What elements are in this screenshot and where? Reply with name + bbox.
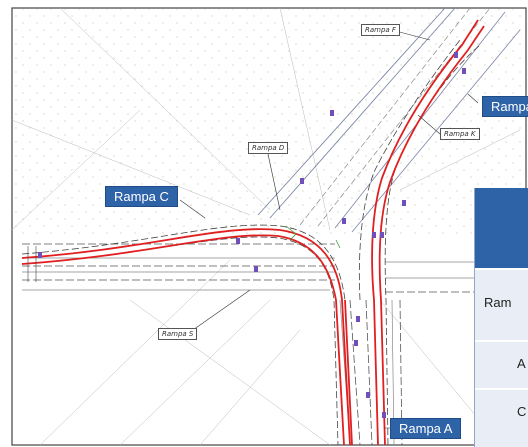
label-rampa-a: Rampa A — [390, 418, 462, 439]
label-rampa-c: Rampa C — [105, 186, 178, 207]
table-row-label: C — [517, 404, 527, 419]
green-fragments — [285, 225, 341, 249]
table-header — [475, 188, 528, 268]
table-row: A — [475, 340, 528, 388]
rampa-c-alignment — [21, 228, 351, 446]
table-row-label: Ram — [484, 295, 512, 310]
info-table: Ram A C — [474, 188, 528, 447]
station-markers — [38, 52, 466, 418]
table-row: C — [475, 388, 528, 447]
red-alignments — [21, 19, 485, 446]
label-rampa-b-partial: Rampa — [482, 96, 528, 117]
rampa-a-alignment-left — [371, 19, 479, 446]
tag-rampa-d: Rampa D — [248, 142, 289, 154]
tag-rampa-f: Rampa F — [361, 24, 400, 36]
table-row: Ram — [475, 268, 528, 340]
tag-rampa-s: Rampa S — [158, 328, 198, 340]
rampa-c-alignment-inner — [21, 234, 345, 446]
horizontal-road — [22, 243, 474, 293]
tag-rampa-k: Rampa K — [440, 128, 480, 140]
vertical-road — [339, 299, 403, 446]
dimension-line — [27, 246, 37, 282]
table-row-label: A — [517, 356, 526, 371]
rampa-a-alignment-right — [378, 25, 485, 446]
terrain-dots — [13, 9, 525, 239]
